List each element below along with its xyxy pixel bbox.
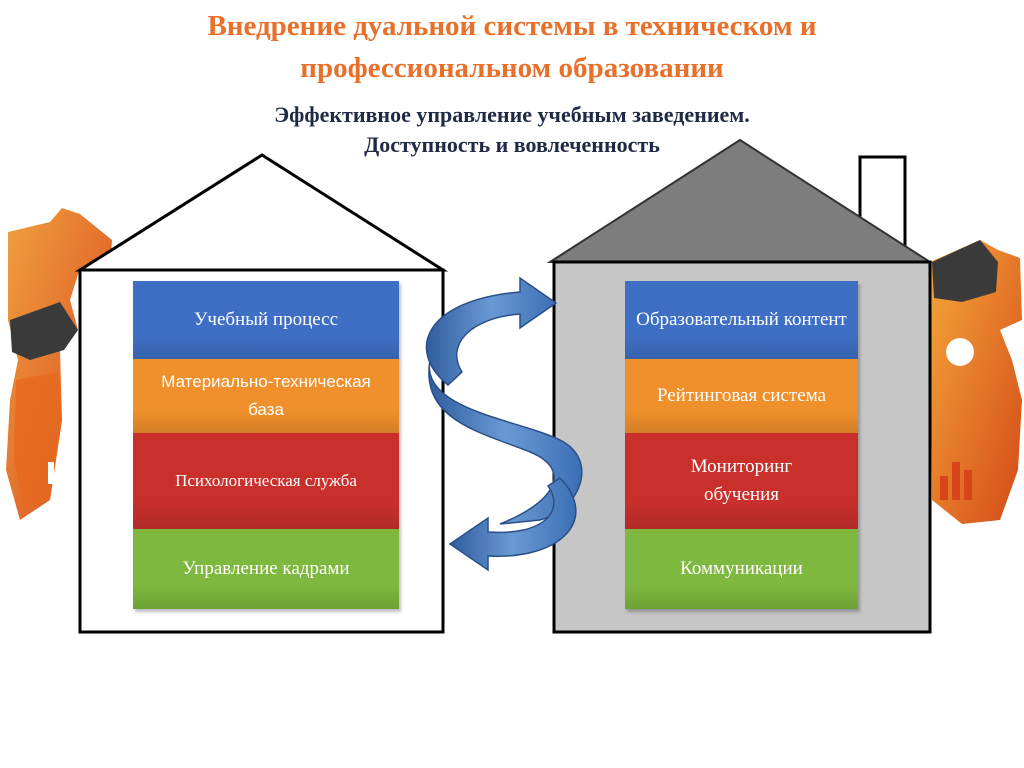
subtitle-line-1: Эффективное управление учебным заведение…	[274, 102, 750, 127]
cycle-arrows	[425, 276, 583, 572]
left-puzzle-decoration	[6, 208, 112, 520]
left-block-hr-management: Управление кадрами	[133, 529, 399, 609]
subtitle-line-2: Доступность и вовлеченность	[364, 132, 660, 157]
right-block-educational-content: Образовательный контент	[625, 281, 858, 359]
arrow-loop-ribbon	[428, 359, 583, 525]
right-block-rating-system: Рейтинговая система	[625, 359, 858, 433]
left-block-material-base: Материально-техническая база	[133, 359, 399, 433]
arrow-right-icon	[425, 276, 558, 386]
left-block-psychological-service: Психологическая служба	[133, 433, 399, 529]
right-puzzle-decoration	[930, 240, 1022, 524]
title-line-2: профессиональном образовании	[300, 52, 724, 84]
left-house-roof	[74, 153, 449, 272]
right-block-communications: Коммуникации	[625, 529, 858, 609]
right-block-learning-monitoring: Мониторинг обучения	[625, 433, 858, 529]
left-block-educational-process: Учебный процесс	[133, 281, 399, 359]
title-line-1: Внедрение дуальной системы в техническом…	[207, 10, 817, 42]
arrow-left-icon	[448, 477, 577, 572]
